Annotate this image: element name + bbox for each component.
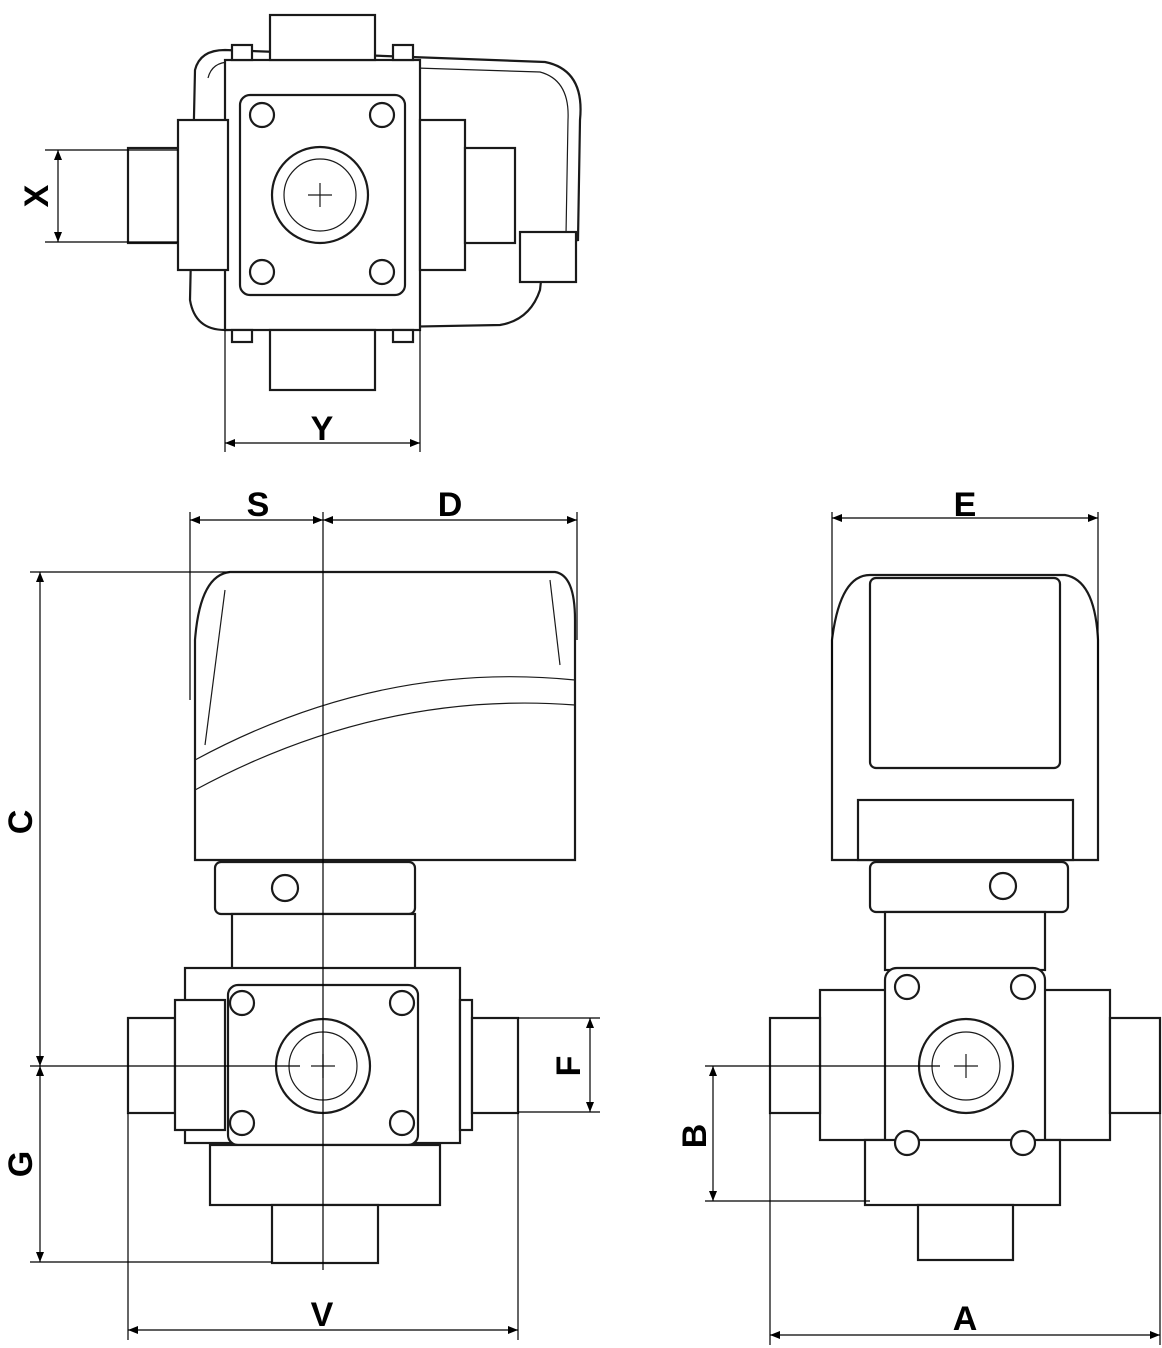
side-view — [768, 573, 1162, 1262]
label-y: Y — [311, 410, 334, 448]
label-d: D — [438, 486, 463, 524]
label-s: S — [247, 486, 270, 524]
label-v: V — [311, 1296, 334, 1334]
dimension-b: B — [676, 1065, 940, 1202]
dimension-f: F — [518, 1017, 600, 1113]
label-g: G — [2, 1151, 40, 1177]
dimension-x: X — [18, 149, 178, 243]
label-a: A — [953, 1300, 978, 1338]
dimension-y: Y — [224, 330, 421, 452]
label-c: C — [2, 810, 40, 835]
dimension-e: E — [831, 486, 1099, 690]
dimension-a: A — [769, 1113, 1161, 1345]
dimension-c-g: C G — [2, 571, 300, 1263]
dimension-v: V — [127, 1113, 519, 1340]
front-view — [126, 570, 577, 1265]
label-x: X — [18, 184, 56, 207]
dimension-s-d: S D — [189, 486, 578, 1270]
label-b: B — [676, 1124, 714, 1149]
label-e: E — [954, 486, 977, 524]
top-view — [126, 13, 582, 392]
label-f: F — [550, 1056, 588, 1077]
